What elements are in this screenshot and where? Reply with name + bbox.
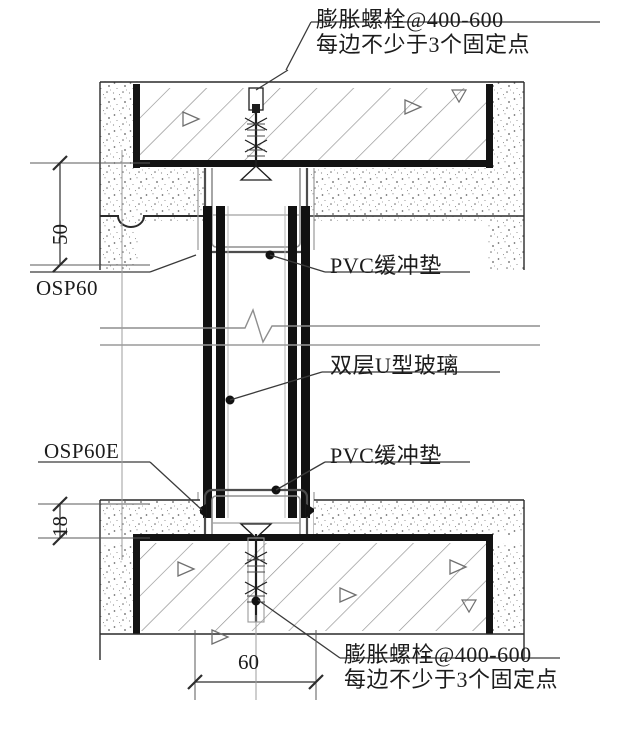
ceiling-concrete-hatch [138, 88, 488, 166]
annotation-bottom-bolt: 膨胀螺栓@400-600 每边不少于3个固定点 [344, 642, 559, 692]
leader-top-bolt [285, 21, 312, 71]
annotation-pvc-pad-top-label: PVC缓冲垫 [330, 253, 442, 278]
leader-osp60 [149, 254, 197, 273]
floor-slab [99, 499, 525, 660]
aggregate-marker [460, 599, 478, 614]
ceiling-soffit-render-left [100, 166, 205, 221]
leader-osp60e [149, 461, 203, 511]
annotation-pvc-pad-top: PVC缓冲垫 [330, 253, 442, 279]
dim-60-tick-left [187, 674, 203, 690]
aggregate-marker [211, 629, 230, 645]
dim-18-tick-top [52, 496, 68, 512]
floor-edge-right [486, 538, 493, 634]
floor-render-right [488, 543, 524, 631]
glass-leaf-outer-left [203, 206, 212, 518]
leader-pvc-bottom [275, 461, 326, 491]
aggregate-marker [450, 89, 468, 104]
ceiling-slab [99, 80, 525, 270]
aggregate-marker [177, 561, 196, 577]
leader-top-bolt-2 [255, 69, 289, 91]
dim-50-tick-top [52, 155, 68, 171]
dimension-50-text: 50 [48, 224, 72, 245]
ceiling-soffit-render-right [310, 166, 488, 221]
annotation-bottom-bolt-line2: 每边不少于3个固定点 [344, 666, 559, 692]
aggregate-marker [182, 111, 201, 127]
bolt-cone-bottom [239, 523, 273, 539]
reference-lines [121, 150, 257, 700]
aggregate-marker [404, 99, 423, 115]
leader-lines [30, 21, 600, 659]
dimension-lines [30, 155, 324, 700]
floor-screed-right [314, 500, 524, 535]
leader-pvc-top [269, 254, 326, 273]
aggregate-marker [339, 587, 358, 603]
leader-bottom-bolt [257, 599, 341, 659]
dimension-value-50: 50 [48, 224, 73, 245]
ceiling-render-right [488, 80, 524, 270]
channel-inner-top [211, 168, 301, 248]
bolt-wedge [244, 581, 268, 595]
setting-block-right [306, 504, 316, 518]
floor-screed-left [100, 500, 200, 535]
glass-leaf-inner-right [288, 206, 297, 518]
annotation-pvc-pad-bottom: PVC缓冲垫 [330, 443, 442, 469]
bolt-thread [247, 559, 265, 603]
dimension-value-18: 18 [48, 516, 73, 537]
dim-18-tick-bot [52, 530, 68, 546]
expansion-bolt-bottom [239, 523, 273, 623]
annotation-osp60: OSP60 [36, 276, 99, 301]
floor-render-left [100, 543, 138, 631]
channel-inner-bottom [211, 495, 301, 534]
expansion-bolt-top [239, 87, 273, 181]
bolt-nut-top [252, 104, 260, 113]
annotation-u-glass: 双层U型玻璃 [330, 353, 459, 379]
glass-cavity-line [227, 206, 286, 518]
floor-top-line [133, 534, 493, 541]
dimension-18-text: 18 [48, 516, 72, 537]
channel-flank-top [197, 168, 315, 250]
annotation-u-glass-label: 双层U型玻璃 [330, 353, 459, 378]
break-line [100, 308, 540, 346]
ceiling-edge-right [486, 84, 493, 168]
soffit-drip-notch [100, 215, 205, 228]
annotation-bottom-bolt-line1: 膨胀螺栓@400-600 [344, 642, 532, 667]
annotation-top-bolt-line2: 每边不少于3个固定点 [316, 31, 531, 57]
channel-outer-bottom [203, 488, 309, 534]
annotation-top-bolt: 膨胀螺栓@400-600 每边不少于3个固定点 [316, 7, 531, 57]
bolt-wedge [244, 551, 268, 565]
dimension-value-60: 60 [238, 650, 259, 675]
aggregate-marker [449, 559, 468, 575]
dim-60-tick-right [308, 674, 324, 690]
floor-concrete-hatch [138, 543, 488, 631]
bolt-cone-top [239, 165, 273, 181]
setting-block-left [196, 504, 206, 518]
annotation-top-bolt-line1: 膨胀螺栓@400-600 [316, 7, 504, 32]
bolt-anchor-point [251, 596, 261, 606]
annotation-pvc-pad-bottom-label: PVC缓冲垫 [330, 443, 442, 468]
annotation-osp60e: OSP60E [44, 439, 120, 464]
floor-edge-left [133, 538, 140, 634]
annotation-osp60-label: OSP60 [36, 276, 99, 300]
ceiling-edge-left [133, 84, 140, 168]
dimension-60-text: 60 [238, 650, 259, 674]
annotation-osp60e-label: OSP60E [44, 439, 120, 463]
dim-50-tick-bot [52, 257, 68, 273]
bolt-thread [247, 123, 265, 157]
u-glass-double-layer [203, 206, 310, 518]
glass-leaf-inner-left [216, 206, 225, 518]
leader-uglass [229, 371, 323, 401]
ceiling-soffit-line [133, 160, 493, 167]
glass-leaf-outer-right [301, 206, 310, 518]
